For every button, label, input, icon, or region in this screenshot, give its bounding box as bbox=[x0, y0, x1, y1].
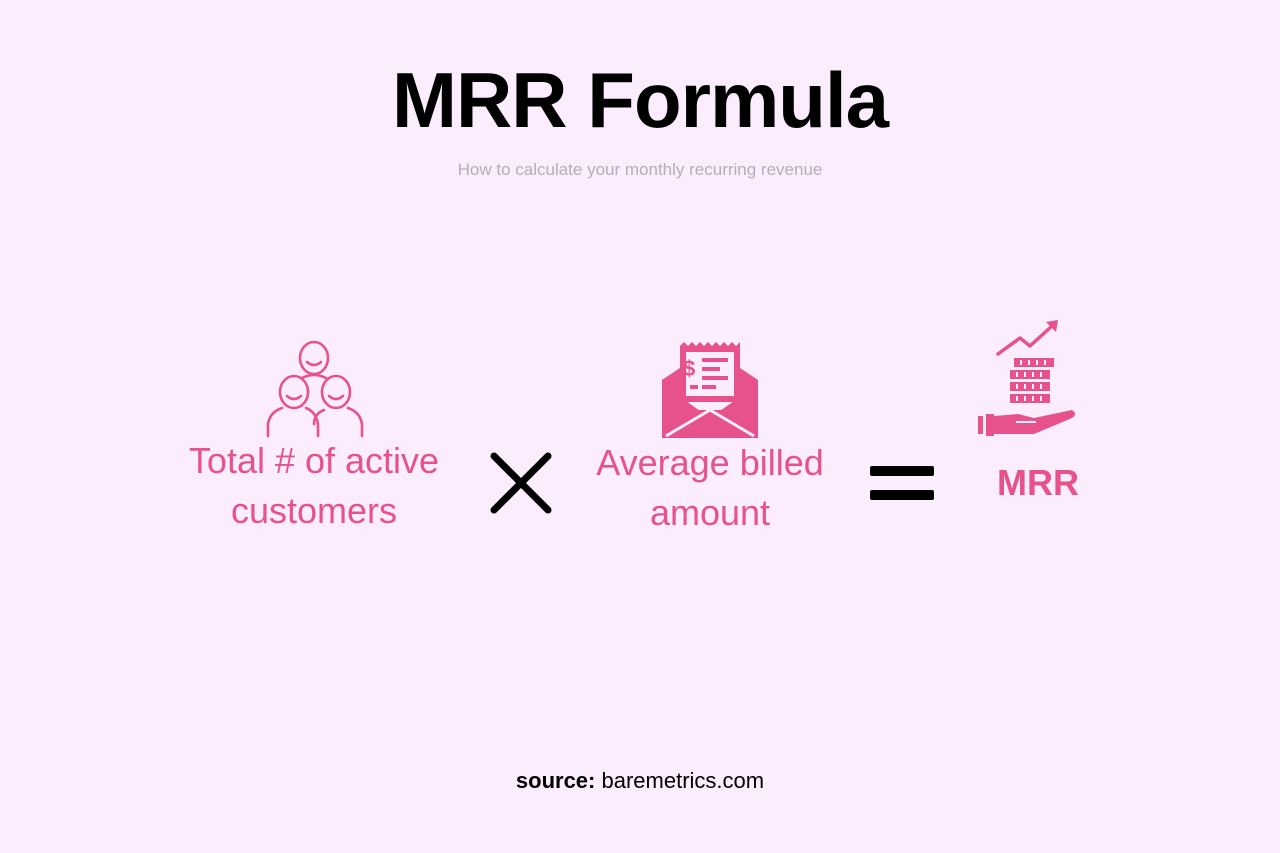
source-credit: source: baremetrics.com bbox=[0, 768, 1280, 794]
equals-icon bbox=[870, 466, 934, 500]
svg-text:$: $ bbox=[683, 356, 695, 381]
term-average-billed-amount: Average billed amount bbox=[596, 442, 824, 533]
page-title: MRR Formula bbox=[392, 56, 889, 144]
invoice-envelope-icon: $ bbox=[662, 342, 758, 438]
source-value: baremetrics.com bbox=[601, 768, 765, 793]
source-label: source: bbox=[515, 768, 596, 793]
revenue-growth-hand-icon bbox=[978, 320, 1075, 436]
people-group-icon bbox=[266, 340, 364, 438]
term-active-customers: Total # of active customers bbox=[188, 440, 440, 531]
page-subtitle: How to calculate your monthly recurring … bbox=[457, 160, 823, 179]
multiply-icon bbox=[490, 452, 552, 514]
term-mrr-result: MRR bbox=[997, 462, 1079, 503]
